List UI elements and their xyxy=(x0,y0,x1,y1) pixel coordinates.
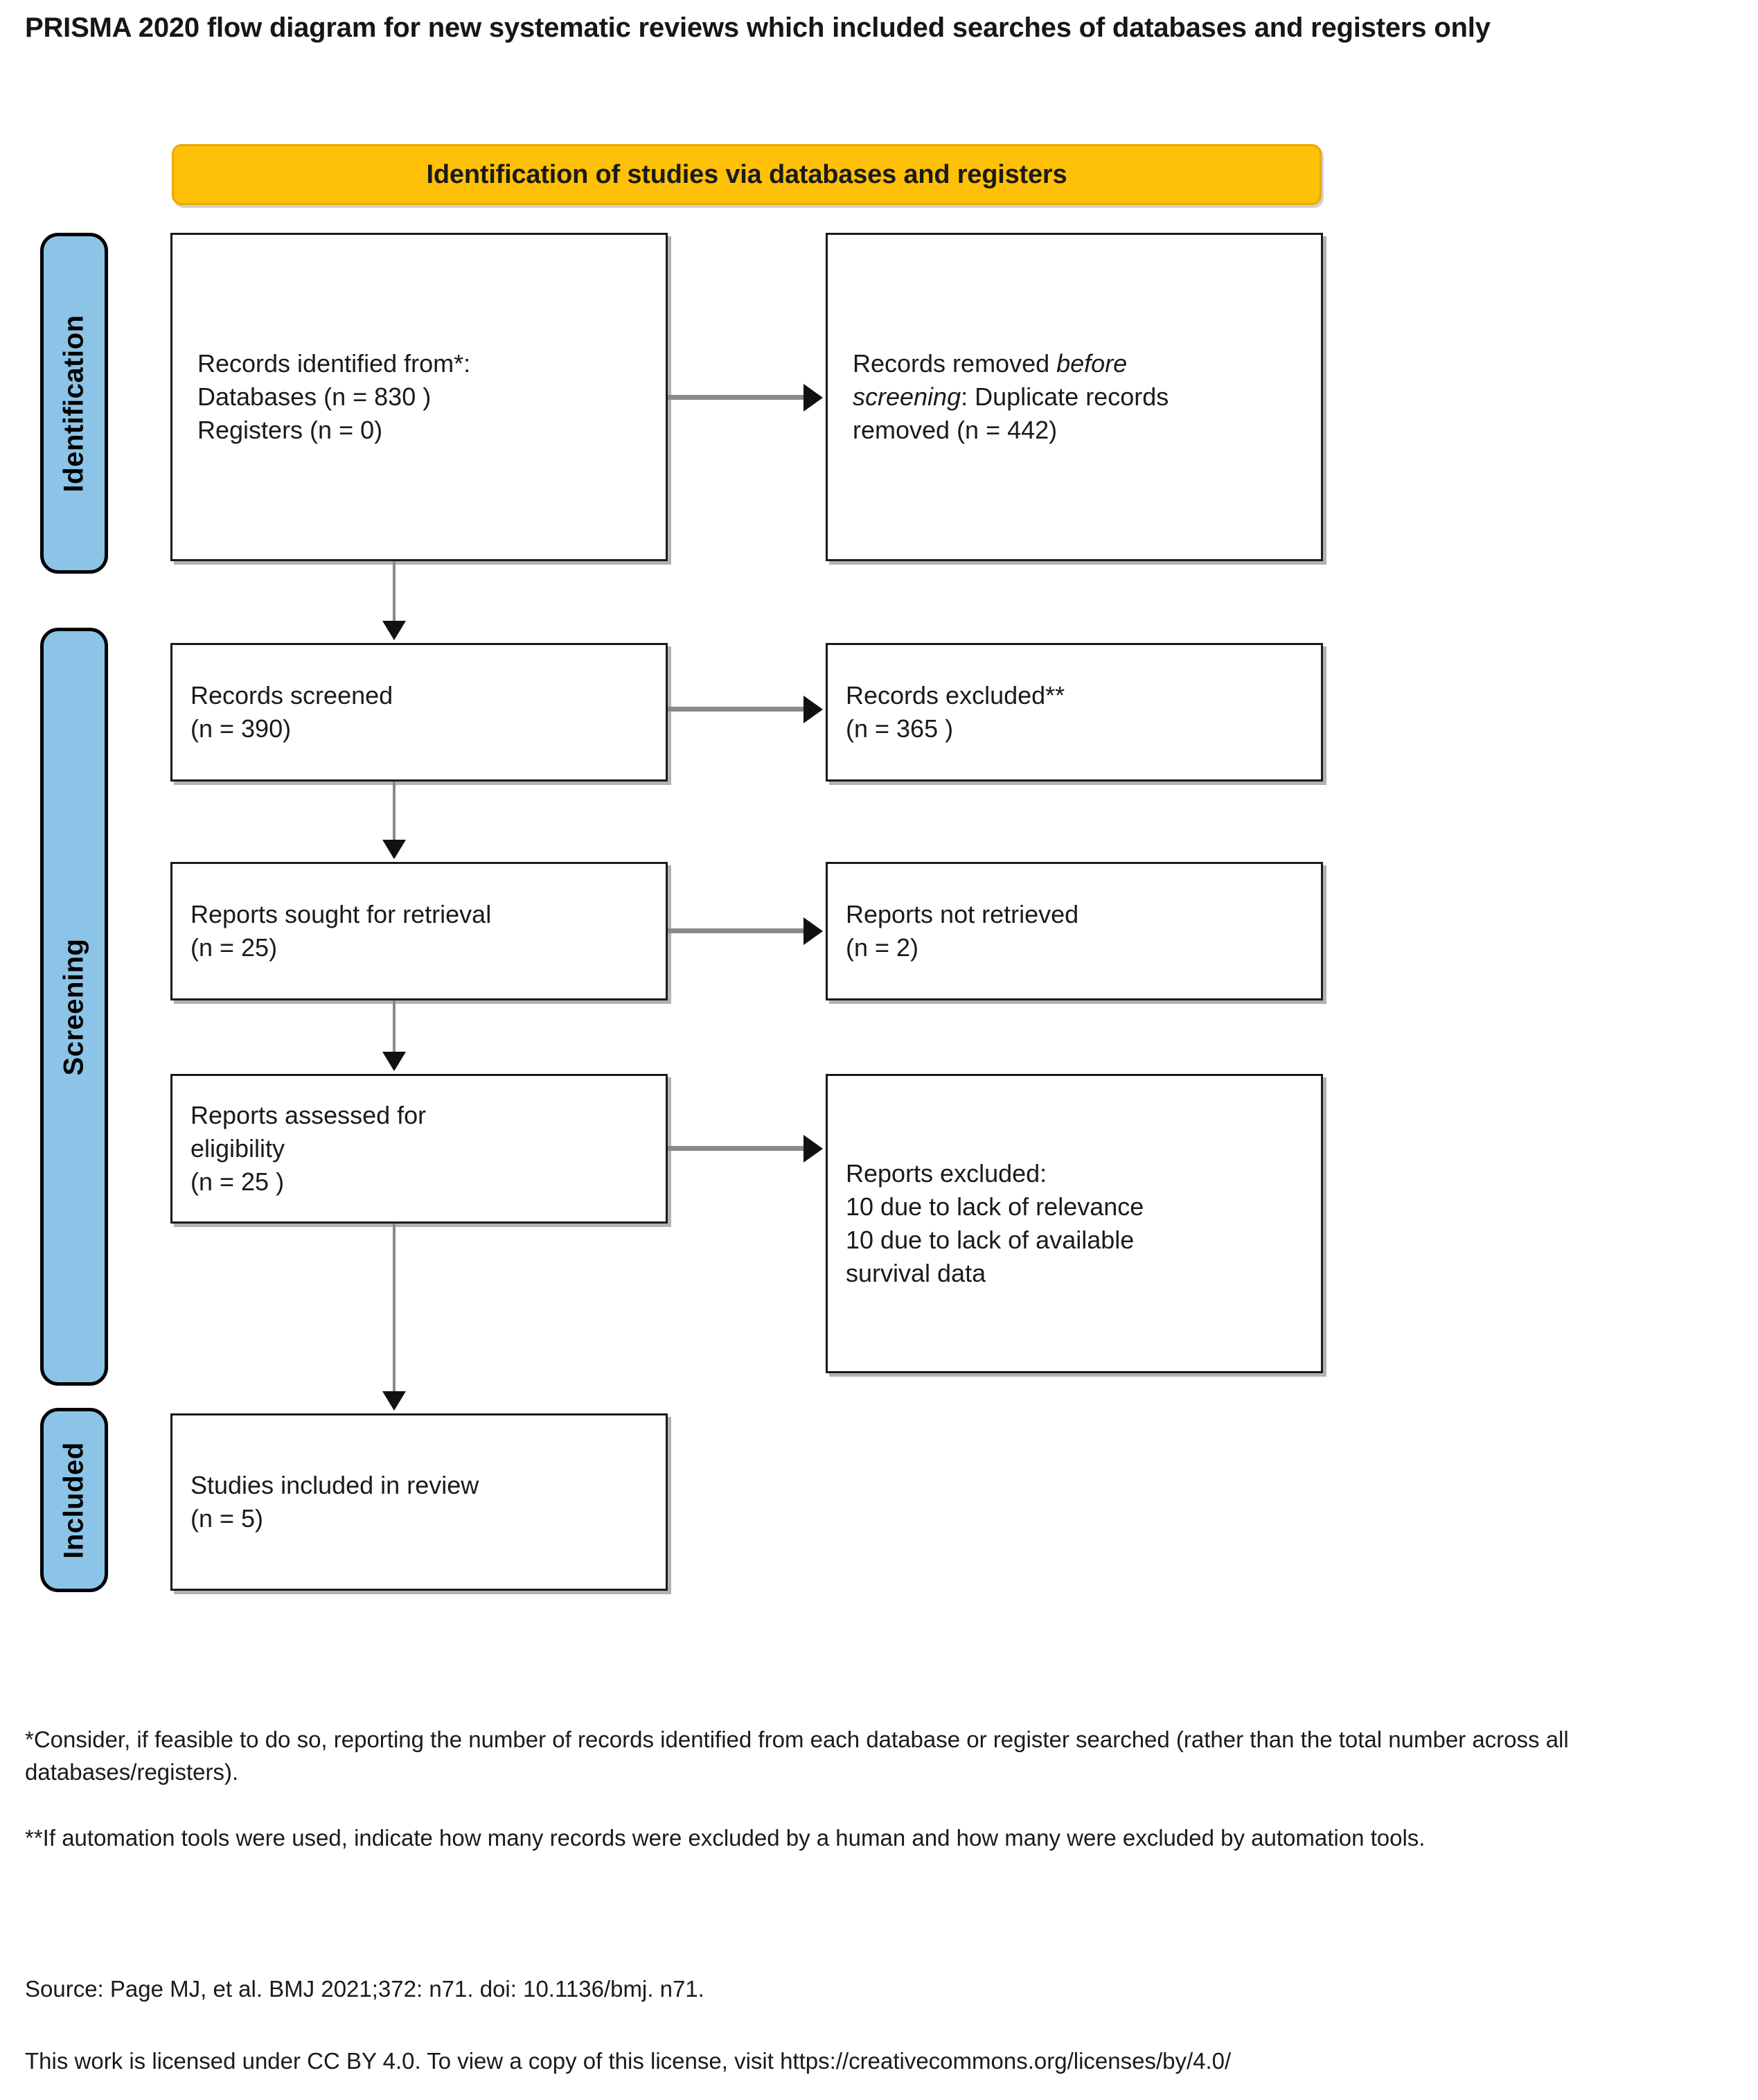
box-records-removed-before-screening: Records removed before screening: Duplic… xyxy=(826,233,1323,561)
box-reports-assessed-for-eligibility: Reports assessed for eligibility (n = 25… xyxy=(170,1074,668,1224)
arrow-down-icon xyxy=(382,1391,406,1411)
box-records-screened-text: Records screened (n = 390) xyxy=(190,681,393,743)
phase-bar-identification-label: Identification xyxy=(58,315,89,492)
box-reports-sought-for-retrieval: Reports sought for retrieval (n = 25) xyxy=(170,862,668,1000)
phase-bar-included-label: Included xyxy=(58,1441,89,1559)
records-removed-before-em: before xyxy=(1056,349,1128,378)
phase-bar-screening: Screening xyxy=(40,628,108,1386)
license-statement: This work is licensed under CC BY 4.0. T… xyxy=(25,2048,1232,2074)
connector-identified-to-removed xyxy=(668,395,806,400)
arrow-right-icon xyxy=(803,384,823,412)
box-records-identified: Records identified from*: Databases (n =… xyxy=(170,233,668,561)
box-reports-not-retrieved: Reports not retrieved (n = 2) xyxy=(826,862,1323,1000)
connector-identified-to-screened xyxy=(393,561,396,621)
box-studies-included-in-review: Studies included in review (n = 5) xyxy=(170,1413,668,1591)
arrow-right-icon xyxy=(803,1135,823,1163)
box-records-identified-text: Records identified from*: Databases (n =… xyxy=(197,349,471,444)
box-reports-assessed-for-eligibility-text: Reports assessed for eligibility (n = 25… xyxy=(190,1101,427,1196)
records-removed-colon: : xyxy=(961,382,968,412)
connector-screened-to-sought xyxy=(393,782,396,840)
records-removed-prefix: Records removed xyxy=(853,349,1057,378)
source-citation: Source: Page MJ, et al. BMJ 2021;372: n7… xyxy=(25,1976,704,2002)
box-reports-sought-for-retrieval-text: Reports sought for retrieval (n = 25) xyxy=(190,900,492,962)
phase-bar-screening-label: Screening xyxy=(58,938,89,1075)
phase-bar-identification: Identification xyxy=(40,233,108,574)
footnote-consider: *Consider, if feasible to do so, reporti… xyxy=(25,1727,1569,1785)
connector-screened-to-excluded xyxy=(668,707,806,712)
section-header-identification: Identification of studies via databases … xyxy=(172,144,1322,205)
arrow-down-icon xyxy=(382,621,406,640)
box-records-excluded-text: Records excluded** (n = 365 ) xyxy=(846,681,1065,743)
box-reports-not-retrieved-text: Reports not retrieved (n = 2) xyxy=(846,900,1079,962)
phase-bar-included: Included xyxy=(40,1408,108,1592)
records-removed-screening-em: screening xyxy=(853,382,961,412)
box-records-excluded: Records excluded** (n = 365 ) xyxy=(826,643,1323,782)
arrow-down-icon xyxy=(382,1052,406,1071)
box-records-removed-before-screening-text: Records removed before screening: Duplic… xyxy=(828,347,1321,447)
connector-sought-to-not-retrieved xyxy=(668,928,806,933)
connector-sought-to-assessed xyxy=(393,1000,396,1052)
connector-assessed-to-included xyxy=(393,1224,396,1391)
records-removed-rest: Duplicate records removed (n = 442) xyxy=(853,382,1169,444)
arrow-right-icon xyxy=(803,917,823,945)
footnote-automation: **If automation tools were used, indicat… xyxy=(25,1825,1426,1851)
arrow-right-icon xyxy=(803,696,823,723)
arrow-down-icon xyxy=(382,840,406,859)
box-studies-included-in-review-text: Studies included in review (n = 5) xyxy=(190,1471,479,1533)
connector-assessed-to-excluded-reports xyxy=(668,1146,806,1151)
box-records-screened: Records screened (n = 390) xyxy=(170,643,668,782)
box-reports-excluded: Reports excluded: 10 due to lack of rele… xyxy=(826,1074,1323,1373)
page-title: PRISMA 2020 flow diagram for new systema… xyxy=(25,12,1491,43)
box-reports-excluded-text: Reports excluded: 10 due to lack of rele… xyxy=(846,1159,1144,1287)
section-header-label: Identification of studies via databases … xyxy=(426,159,1067,189)
